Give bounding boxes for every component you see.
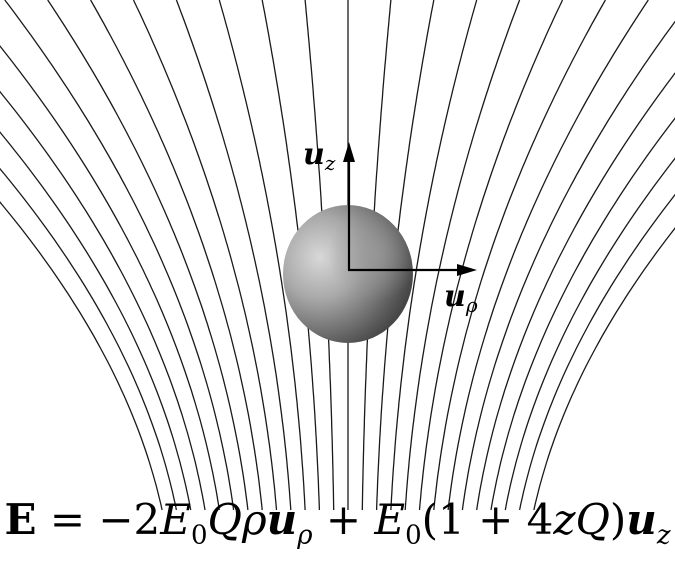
field-line <box>47 0 249 511</box>
sphere <box>283 205 413 343</box>
field-diagram: uz uρ <box>0 0 675 511</box>
field-line <box>418 0 564 511</box>
urho-label: uρ <box>444 279 478 317</box>
field-line <box>175 0 292 511</box>
field-line <box>404 0 521 511</box>
uz-axis-arrow <box>343 142 355 270</box>
field-line <box>518 193 675 511</box>
field-line <box>132 0 278 511</box>
eq-E: E <box>4 495 37 544</box>
urho-axis-arrow <box>348 264 477 276</box>
field-line <box>461 20 675 511</box>
uz-label: uz <box>303 137 336 175</box>
field-line <box>390 0 478 511</box>
field-line <box>433 0 606 511</box>
field-line <box>533 227 675 511</box>
field-line <box>476 72 675 511</box>
field-line <box>90 0 263 511</box>
field-line <box>0 45 220 511</box>
field-line <box>490 117 675 511</box>
field-line <box>504 157 675 511</box>
field-line <box>0 201 163 511</box>
field-line <box>447 0 649 511</box>
field-line <box>0 131 192 511</box>
eq-rest: = −2E0Qρuρ + E0(1 + 4zQ)uz <box>49 495 671 551</box>
field-line <box>0 167 178 511</box>
field-equation: E = −2E0Qρuρ + E0(1 + 4zQ)uz <box>0 488 675 552</box>
field-line <box>4 0 235 511</box>
field-line <box>218 0 306 511</box>
field-line <box>0 90 206 511</box>
